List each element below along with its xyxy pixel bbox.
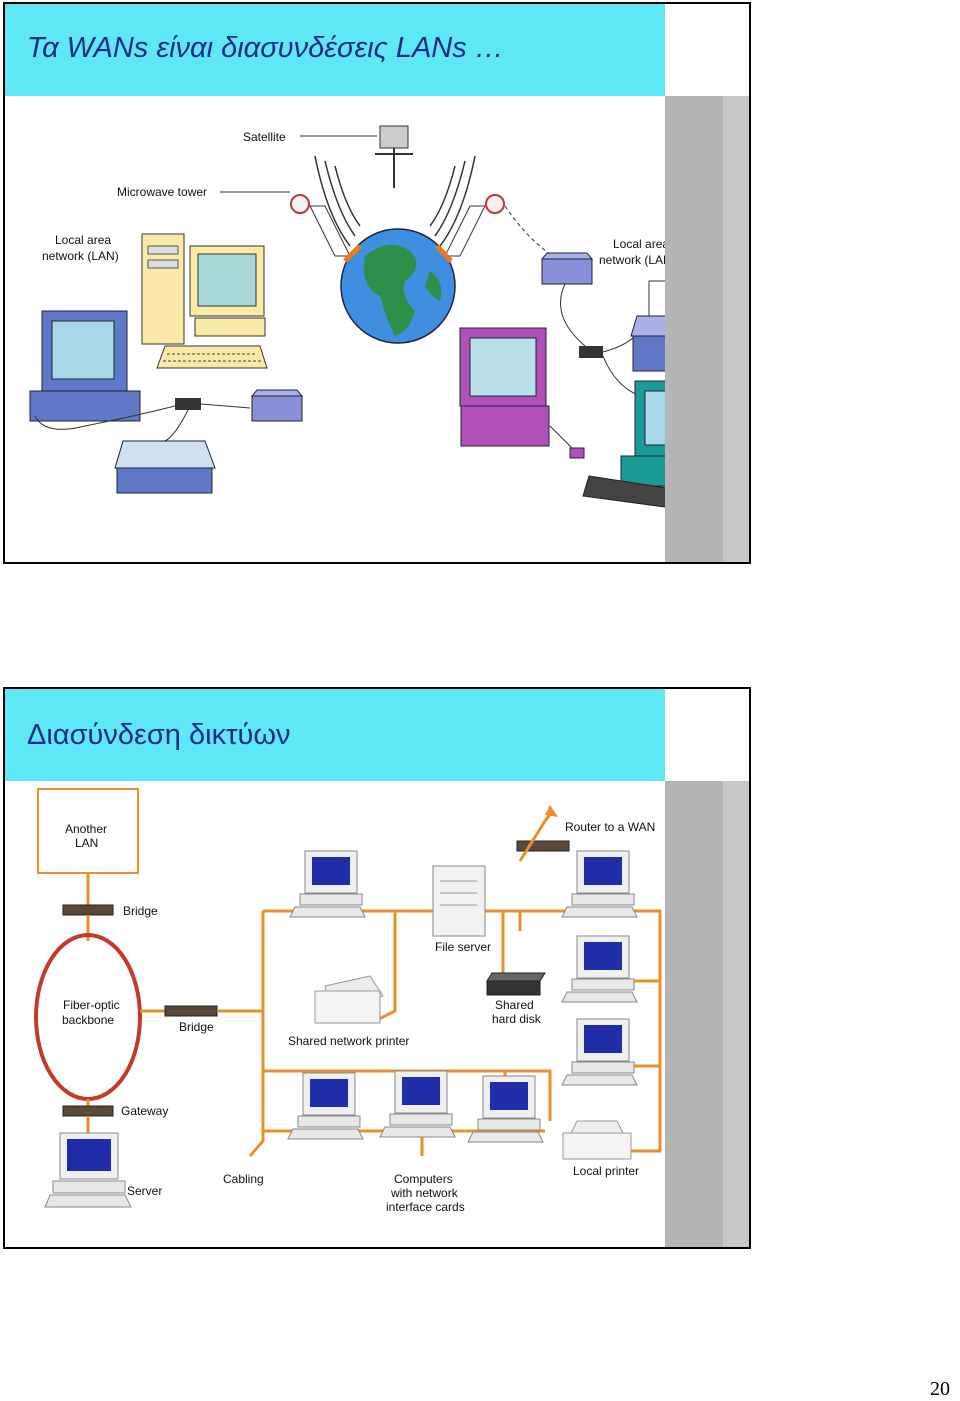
label-computers-2: with network [390, 1186, 459, 1200]
label-local-printer: Local printer [573, 1164, 639, 1178]
tower-computer-icon [141, 233, 185, 345]
computer-right-1-icon [561, 850, 638, 918]
page-number: 20 [930, 1378, 950, 1400]
label-server: Server [127, 1184, 162, 1198]
keyboard-teal-icon [582, 475, 665, 508]
computer-top-left-icon [289, 850, 366, 918]
bridge-mid-icon [164, 1005, 218, 1017]
shared-network-printer-icon [314, 975, 384, 1024]
label-lan-left-line1: Local area [55, 233, 111, 247]
slide-title: Διασύνδεση δικτύων [27, 719, 291, 751]
label-lan-right-line2: network (LAN) [599, 253, 665, 267]
keyboard-icon [156, 345, 268, 369]
label-satellite: Satellite [243, 130, 286, 144]
label-lan-left-line2: network (LAN) [42, 249, 119, 263]
label-shared-disk-2: hard disk [492, 1012, 542, 1026]
slide-title-bar [5, 689, 665, 781]
microwave-tower-left-icon [290, 194, 351, 257]
label-file-server: File server [435, 940, 491, 954]
monitor-purple-icon [459, 327, 550, 447]
printer-right-icon [630, 280, 665, 372]
file-server-icon [432, 865, 486, 937]
label-computers-1: Computers [394, 1172, 453, 1186]
label-fiber-2: backbone [62, 1013, 114, 1027]
satellite-icon [375, 125, 413, 188]
microwave-tower-right-icon [444, 194, 505, 257]
network-hub-icon [175, 398, 201, 410]
label-shared-printer: Shared network printer [288, 1034, 409, 1048]
slide-sidebar [665, 781, 749, 1247]
label-bridge-mid: Bridge [179, 1020, 214, 1034]
monitor-teal-icon [620, 380, 665, 487]
monitor-blue-icon [29, 310, 141, 422]
router-icon [516, 840, 570, 852]
label-router: Router to a WAN [565, 820, 655, 834]
signal-waves-icon [314, 155, 476, 247]
globe-icon [340, 228, 456, 344]
label-shared-disk-1: Shared [495, 998, 534, 1012]
modem-icon [250, 389, 304, 422]
bridge-top-icon [62, 904, 114, 916]
computer-right-2-icon [561, 935, 638, 1003]
gateway-icon [62, 1105, 114, 1117]
printer-blue-icon [114, 440, 216, 494]
modem-right-icon [540, 252, 594, 285]
label-cabling: Cabling [223, 1172, 264, 1186]
label-fiber-1: Fiber-optic [63, 998, 120, 1012]
label-bridge-top: Bridge [123, 904, 158, 918]
shared-hard-disk-icon [486, 972, 546, 996]
monitor-yellow-icon [189, 245, 266, 337]
slide-title-bar [5, 4, 665, 96]
wan-diagram: Satellite Microwave tower Local area net… [29, 125, 665, 508]
local-printer-icon [562, 1120, 632, 1160]
slide-network-interconnection: Διασύνδεση δικτύων Another LAN Bridge Fi… [3, 687, 751, 1249]
slide-sidebar [665, 96, 749, 562]
slide-wan: Τα WANs είναι διασυνδέσεις LANs … Satell… [3, 2, 751, 564]
label-another-lan-2: LAN [75, 836, 98, 850]
label-microwave-tower: Microwave tower [117, 185, 207, 199]
network-hub-right-icon [579, 346, 603, 358]
label-gateway: Gateway [121, 1104, 168, 1118]
computer-bottom-3-icon [467, 1075, 544, 1143]
computer-bottom-1-icon [287, 1072, 364, 1140]
server-computer-icon [44, 1132, 132, 1208]
computer-bottom-2-icon [379, 1070, 456, 1138]
cabling-lines [248, 909, 662, 1157]
label-lan-right-line1: Local area [613, 237, 665, 251]
computer-right-3-icon [561, 1018, 638, 1086]
label-another-lan-1: Another [65, 822, 107, 836]
label-computers-3: interface cards [386, 1200, 465, 1214]
mouse-icon [569, 447, 585, 459]
slide-title: Τα WANs είναι διασυνδέσεις LANs … [27, 32, 504, 64]
router-arrow-icon [545, 805, 558, 817]
network-diagram: Another LAN Bridge Fiber-optic backbone … [34, 788, 662, 1214]
